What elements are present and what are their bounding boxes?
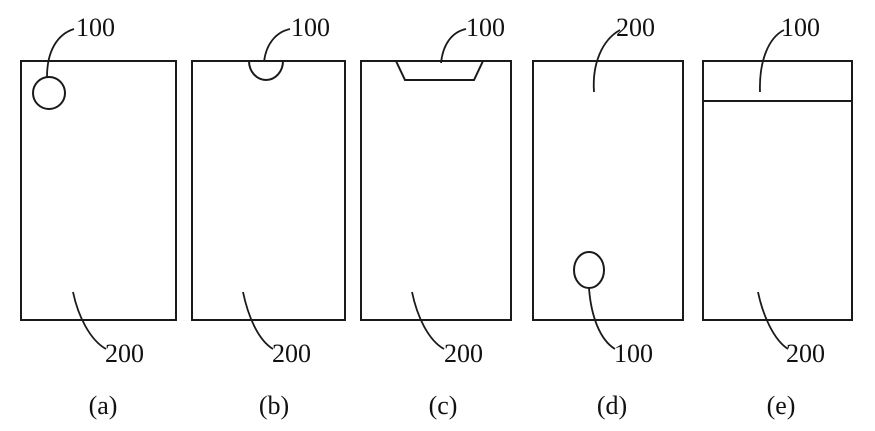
panel-a-caption: (a) bbox=[89, 391, 118, 420]
panel-d-leader-bottom bbox=[588, 287, 616, 350]
panel-a-label-bottom: 200 bbox=[105, 339, 144, 368]
panel-e-caption: (e) bbox=[767, 391, 796, 420]
panel-a-leader-top bbox=[46, 28, 75, 78]
panel-d-label-bottom: 100 bbox=[614, 339, 653, 368]
panel-b-caption: (b) bbox=[259, 391, 289, 420]
panel-d-leader-top bbox=[592, 29, 621, 93]
panel-e-label-top: 100 bbox=[781, 13, 820, 42]
panel-a-frame bbox=[20, 60, 177, 321]
panel-e: 100 200 (e) bbox=[702, 13, 853, 420]
panel-b-label-top: 100 bbox=[291, 13, 330, 42]
panel-b-label-bottom: 200 bbox=[272, 339, 311, 368]
panel-a-label-top: 100 bbox=[76, 13, 115, 42]
panel-d-label-top: 200 bbox=[616, 13, 655, 42]
panel-c: 100 200 (c) bbox=[360, 13, 512, 420]
panel-d-caption: (d) bbox=[597, 391, 627, 420]
panel-b-leader-top bbox=[263, 28, 291, 63]
panel-d: 200 100 (d) bbox=[532, 13, 684, 420]
panel-e-leader-top bbox=[759, 29, 785, 93]
panel-c-leader-top bbox=[440, 28, 467, 64]
panel-b: 100 200 (b) bbox=[191, 13, 346, 420]
panel-a: 100 200 (a) bbox=[20, 13, 177, 420]
panel-a-leader-bottom bbox=[72, 291, 107, 350]
panel-c-trapezoid-notch bbox=[395, 60, 484, 81]
panel-e-label-bottom: 200 bbox=[786, 339, 825, 368]
panel-c-caption: (c) bbox=[429, 391, 458, 420]
panel-b-leader-bottom bbox=[242, 291, 274, 350]
panel-e-frame bbox=[702, 60, 853, 321]
panel-b-frame bbox=[191, 60, 346, 321]
panel-c-label-bottom: 200 bbox=[444, 339, 483, 368]
panel-c-leader-bottom bbox=[411, 291, 445, 350]
panel-d-frame bbox=[532, 60, 684, 321]
panel-a-circle-region bbox=[32, 76, 66, 110]
panel-c-frame bbox=[360, 60, 512, 321]
panel-b-notch bbox=[248, 60, 284, 81]
panel-c-label-top: 100 bbox=[466, 13, 505, 42]
panel-d-ellipse-region bbox=[573, 251, 605, 289]
panel-e-leader-bottom bbox=[757, 291, 789, 350]
